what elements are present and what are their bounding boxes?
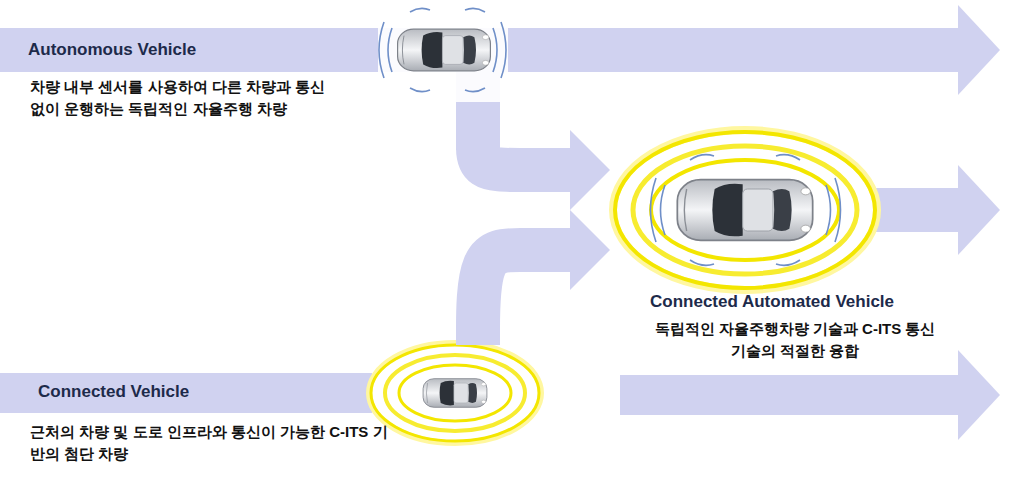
vehicle-heading: Connected Vehicle bbox=[0, 371, 524, 413]
connected-vehicle-node: Connected Vehicle 근처의 차량 및 도로 인프라와 통신이 가능… bbox=[0, 345, 524, 465]
flow-arrow bbox=[478, 130, 610, 210]
flow-arrow-shaft bbox=[478, 143, 572, 170]
vehicle-heading: Connected Automated Vehicle bbox=[610, 290, 974, 314]
connected-automated-vehicle-node: Connected Automated Vehicle 독립적인 자율주행차량 기… bbox=[610, 125, 974, 362]
connected-automated-car bbox=[613, 130, 877, 290]
flow-arrow-shaft bbox=[478, 250, 572, 345]
autonomous-car bbox=[378, 0, 508, 102]
flow-arrow-head bbox=[570, 130, 610, 210]
connected-car bbox=[369, 343, 541, 443]
autonomous-vehicle-node: Autonomous Vehicle차량 내부 센서를 사용하여 다른 차량과 … bbox=[0, 28, 524, 143]
vehicle-description: 근처의 차량 및 도로 인프라와 통신이 가능한 C-ITS 기반의 첨단 차량 bbox=[0, 421, 390, 465]
vehicle-description: 차량 내부 센서를 사용하여 다른 차량과 통신 없이 운행하는 독립적인 자율… bbox=[0, 76, 330, 120]
vehicle-description: 독립적인 자율주행차량 기술과 C-ITS 통신기술의 적절한 융합 bbox=[650, 318, 940, 362]
flow-arrow-head bbox=[570, 210, 610, 290]
flow-arrow bbox=[478, 210, 610, 345]
vehicle-heading: Autonomous Vehicle bbox=[0, 28, 524, 72]
